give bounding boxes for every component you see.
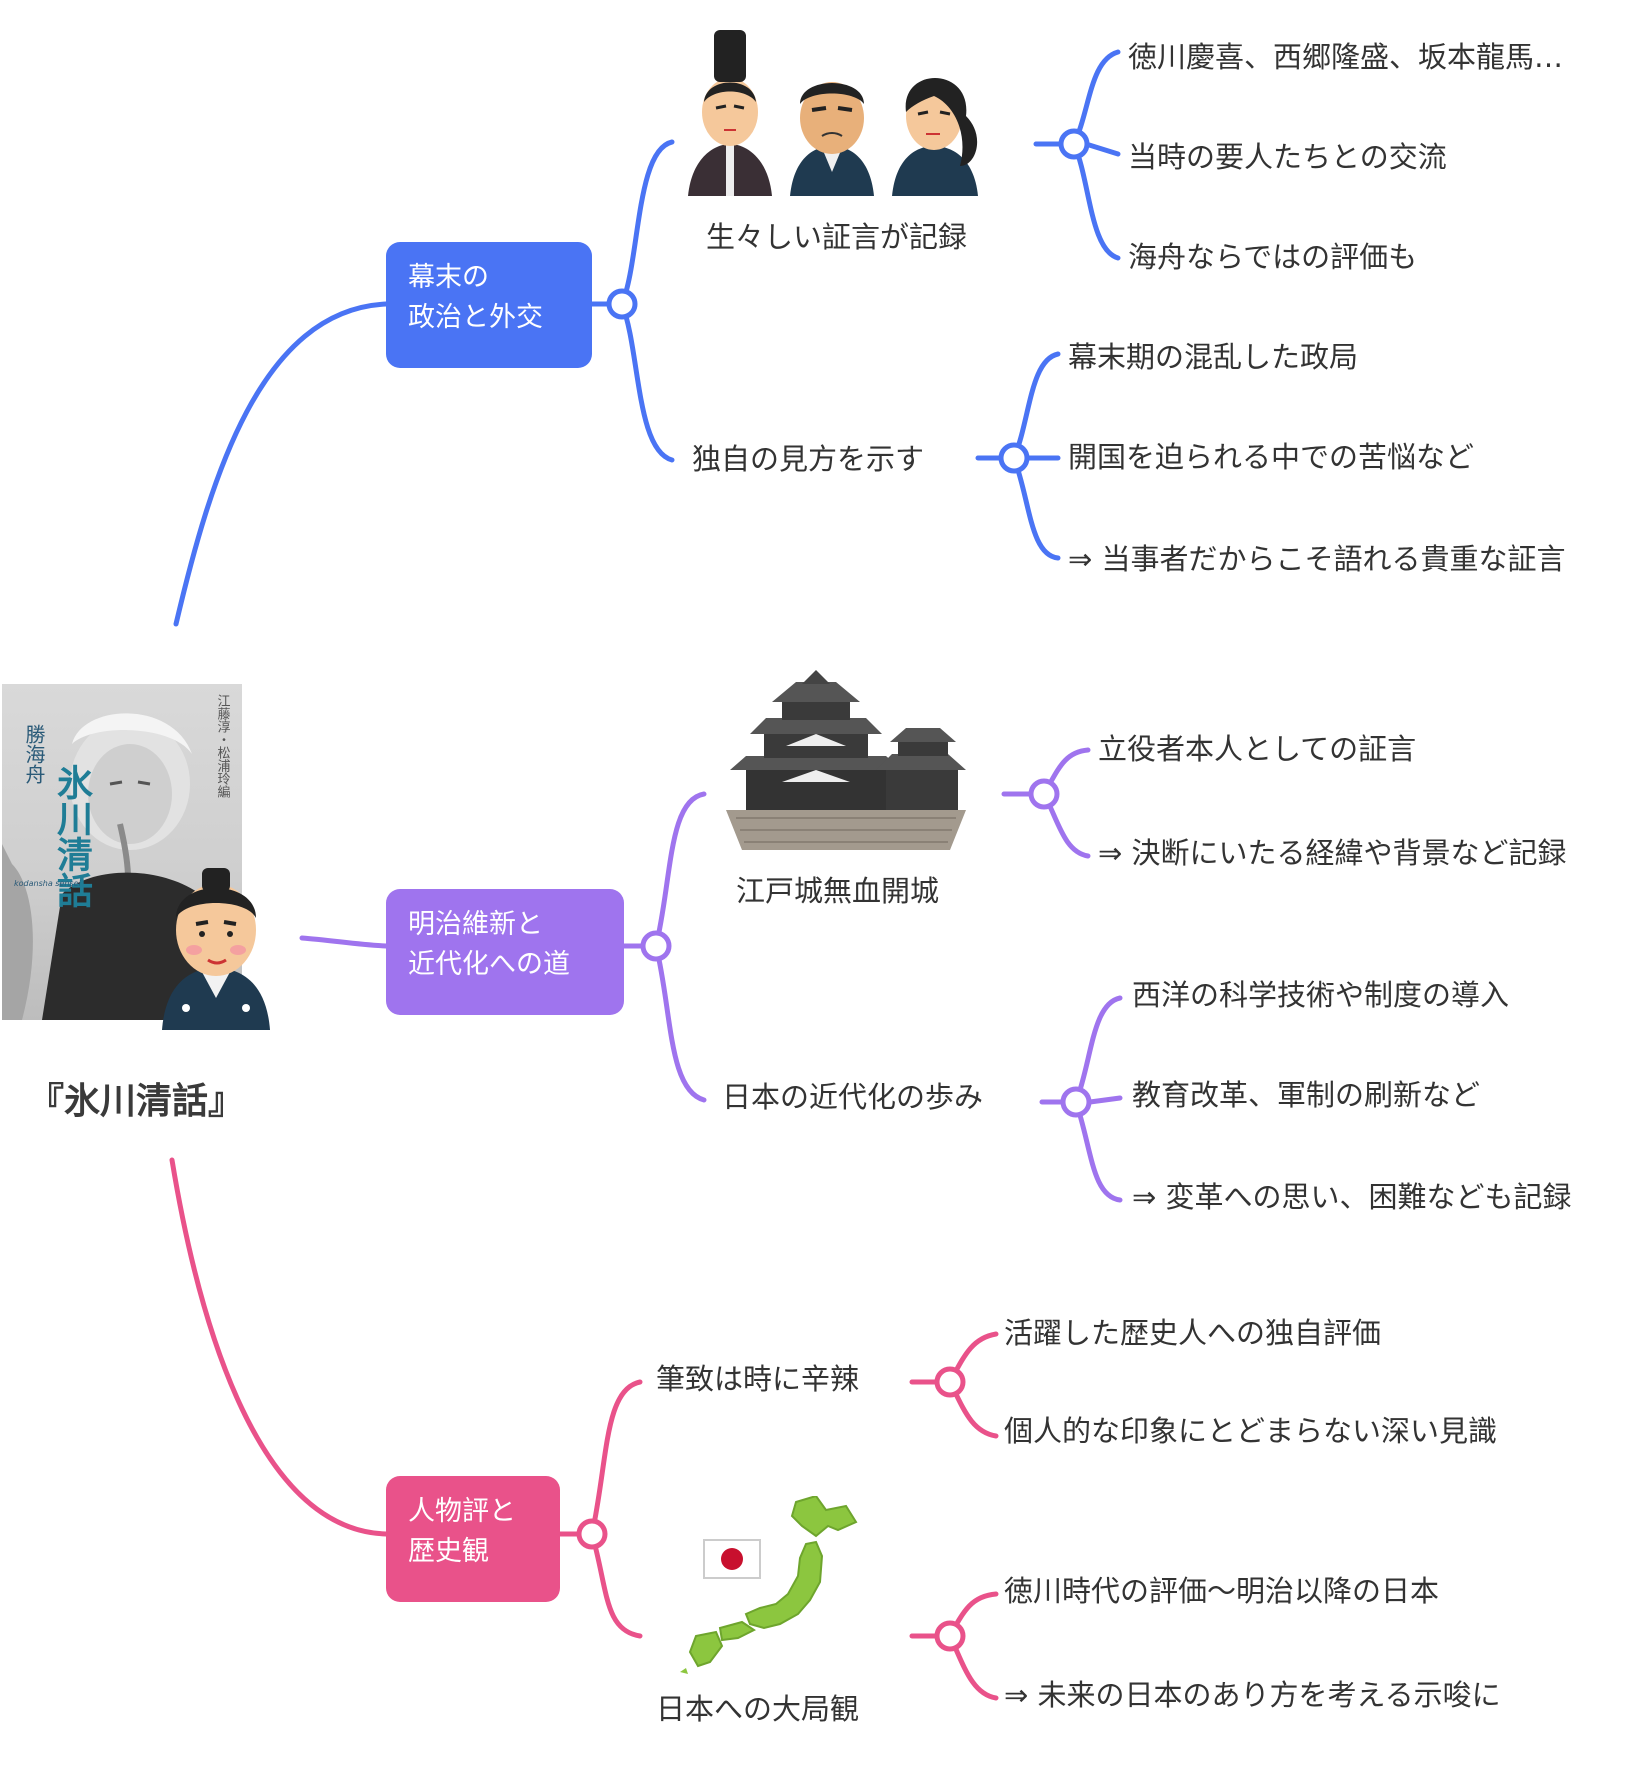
branch-politics-line2: 政治と外交 [408,302,543,333]
leaf-politics-1-2: 当時の要人たちとの交流 [1128,140,1447,174]
branch-meiji-line2: 近代化への道 [408,949,570,980]
branch-politics-line1: 幕末の [408,262,489,293]
cover-title: 氷川清話 [51,764,93,908]
leaf-meiji-2-2: 教育改革、軍制の刷新など [1132,1078,1481,1112]
meiji-child-castle[interactable]: 江戸城無血開城 [736,874,940,908]
junction-politics [606,288,638,320]
junction-meiji [640,930,672,962]
leaf-politics-2-3: ⇒ 当事者だからこそ語れる貴重な証言 [1068,542,1566,576]
leaf-meiji-1-1: 立役者本人としての証言 [1098,732,1417,766]
connector-root-people [169,1157,389,1537]
cover-series: kodansha sensei [14,879,82,888]
leaf-politics-1-1: 徳川慶喜、西郷隆盛、坂本龍馬… [1128,40,1564,74]
branch-node-meiji[interactable]: 明治維新と 近代化への道 [386,889,624,1015]
cover-author: 勝海舟 [22,724,46,784]
junction-people-view [934,1620,966,1652]
people-child-view[interactable]: 日本への大局観 [656,1692,860,1726]
connector-root-politics [173,301,389,627]
junction-people-style [934,1366,966,1398]
people-child-style[interactable]: 筆致は時に辛辣 [656,1362,860,1396]
castle-image [726,670,966,850]
junction-politics-testimony [1058,128,1090,160]
leaf-meiji-2-3: ⇒ 変革への思い、困難なども記録 [1132,1180,1572,1214]
branch-node-people[interactable]: 人物評と 歴史観 [386,1476,560,1602]
leaf-people-2-2: ⇒ 未来の日本のあり方を考える示唆に [1004,1678,1501,1712]
root-title: 『氷川清話』 [28,1081,245,1122]
branch-people-line1: 人物評と [408,1496,516,1527]
branch-node-politics[interactable]: 幕末の 政治と外交 [386,242,592,368]
japan-map-image [680,1496,858,1674]
junction-people [576,1518,608,1550]
meiji-child-modern[interactable]: 日本の近代化の歩み [722,1080,984,1114]
leaf-meiji-1-2: ⇒ 決断にいたる経緯や背景など記録 [1098,836,1567,870]
junction-politics-view [998,442,1030,474]
samurai-illustration [162,868,270,1030]
politics-child-testimony[interactable]: 生々しい証言が記録 [706,220,968,254]
cover-editors: 江藤淳・松浦玲編 [215,694,231,798]
leaf-people-1-1: 活躍した歴史人への独自評価 [1004,1316,1382,1350]
junction-meiji-modern [1060,1086,1092,1118]
branch-meiji-line1: 明治維新と [408,909,543,940]
branch-people-line2: 歴史観 [408,1536,489,1567]
politics-child-view[interactable]: 独自の見方を示す [692,442,925,476]
leaf-politics-2-1: 幕末期の混乱した政局 [1068,340,1359,374]
book-cover-image: 勝海舟 氷川清話 江藤淳・松浦玲編 kodansha sensei [2,684,242,1020]
connector-root-meiji [299,935,389,949]
leaf-politics-1-3: 海舟ならではの評価も [1128,240,1418,274]
leaf-meiji-2-1: 西洋の科学技術や制度の導入 [1132,978,1510,1012]
leaf-politics-2-2: 開国を迫られる中での苦悩など [1068,440,1475,474]
samurai-portraits-image [688,30,978,196]
junction-meiji-castle [1028,778,1060,810]
leaf-people-1-2: 個人的な印象にとどまらない深い見識 [1004,1414,1498,1448]
leaf-people-2-1: 徳川時代の評価〜明治以降の日本 [1004,1574,1440,1608]
